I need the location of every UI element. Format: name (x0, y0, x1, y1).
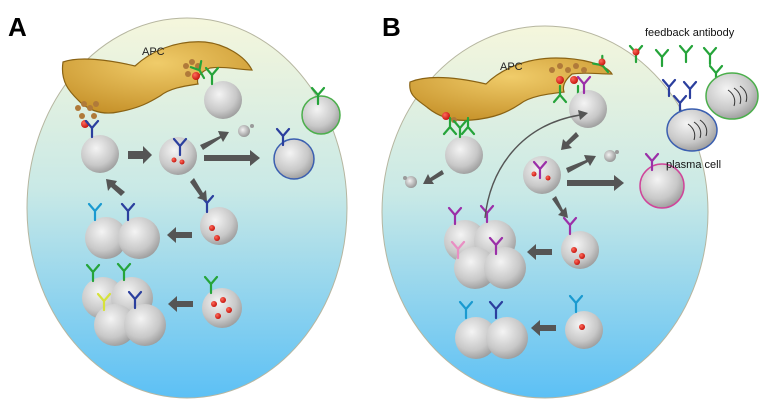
plasma-cell-label: plasma cell (666, 159, 721, 171)
arrow-head-icon (578, 110, 588, 120)
arrow-down-right-icon (552, 196, 568, 218)
plasma-cell-green-b (705, 72, 759, 120)
arrow-up-left-icon (106, 179, 125, 196)
cell-pair-b-left (455, 317, 497, 359)
arrows-a (106, 131, 260, 312)
arrow-down-left-icon (561, 132, 579, 150)
panel-letter-b: B (382, 12, 401, 42)
b-cell-antigen-multi-a (202, 288, 242, 328)
plasma-cell-blue-a (273, 138, 315, 180)
antibody-green-icon (678, 44, 694, 64)
arrow-down-right-icon (190, 178, 207, 201)
cell-cluster-a-3 (94, 304, 136, 346)
arrow-down-left-icon (423, 170, 444, 184)
antibody-green-icon (702, 46, 718, 66)
arrow-left-icon (531, 320, 556, 336)
cell-cluster-b-4 (484, 247, 526, 289)
b-cell-naive-a (81, 135, 119, 173)
b-cell-antigen-a (200, 207, 238, 245)
cell-cluster-b-3 (454, 247, 496, 289)
arrow-left-icon (527, 244, 552, 260)
antibody-green-icon (654, 48, 670, 68)
b-cell-single-antigen-b (565, 311, 603, 349)
cell-pair-b-right (486, 317, 528, 359)
cell-cluster-a-4 (124, 304, 166, 346)
panel-letter-a: A (8, 12, 27, 42)
b-cell-activated-a (159, 137, 197, 175)
panel-a: A APC (8, 12, 348, 399)
feedback-antibody-label: feedback antibody (645, 27, 735, 39)
cell-pair-a-right (118, 217, 160, 259)
plasma-cell-pink-b (639, 163, 685, 209)
b-cell-antigen-b (561, 231, 599, 269)
arrow-left-icon (168, 296, 193, 312)
plasma-cell-blue-b (666, 108, 718, 152)
apoptotic-debris-b-left (405, 176, 417, 188)
arrow-right-icon (567, 175, 624, 191)
apc-antigen-cluster-a2 (183, 59, 201, 80)
panel-b: B APC (381, 12, 759, 399)
b-cell-activated-b (523, 156, 561, 194)
cell-pair-a-left (85, 217, 127, 259)
b-cell-apc-a (204, 81, 242, 119)
apc-label-a: APC (142, 46, 165, 58)
feedback-curve-arrow (484, 114, 581, 219)
b-cell-apc-b (569, 90, 607, 128)
arrow-left-icon (167, 227, 192, 243)
apoptotic-debris-b-right (604, 150, 616, 162)
apoptotic-debris-a (238, 125, 250, 137)
arrow-right-icon (204, 150, 260, 166)
apc-antigen-cluster-a1 (75, 101, 99, 128)
apc-label-b: APC (500, 61, 523, 73)
arrow-up-right-icon (566, 155, 596, 173)
b-cell-left-b (445, 136, 483, 174)
arrow-up-right-icon (200, 131, 229, 150)
arrow-right-icon (128, 146, 152, 164)
plasma-cell-green-a (301, 95, 341, 135)
feedback-antibody-legend (592, 44, 724, 114)
arrows-b (423, 132, 624, 336)
